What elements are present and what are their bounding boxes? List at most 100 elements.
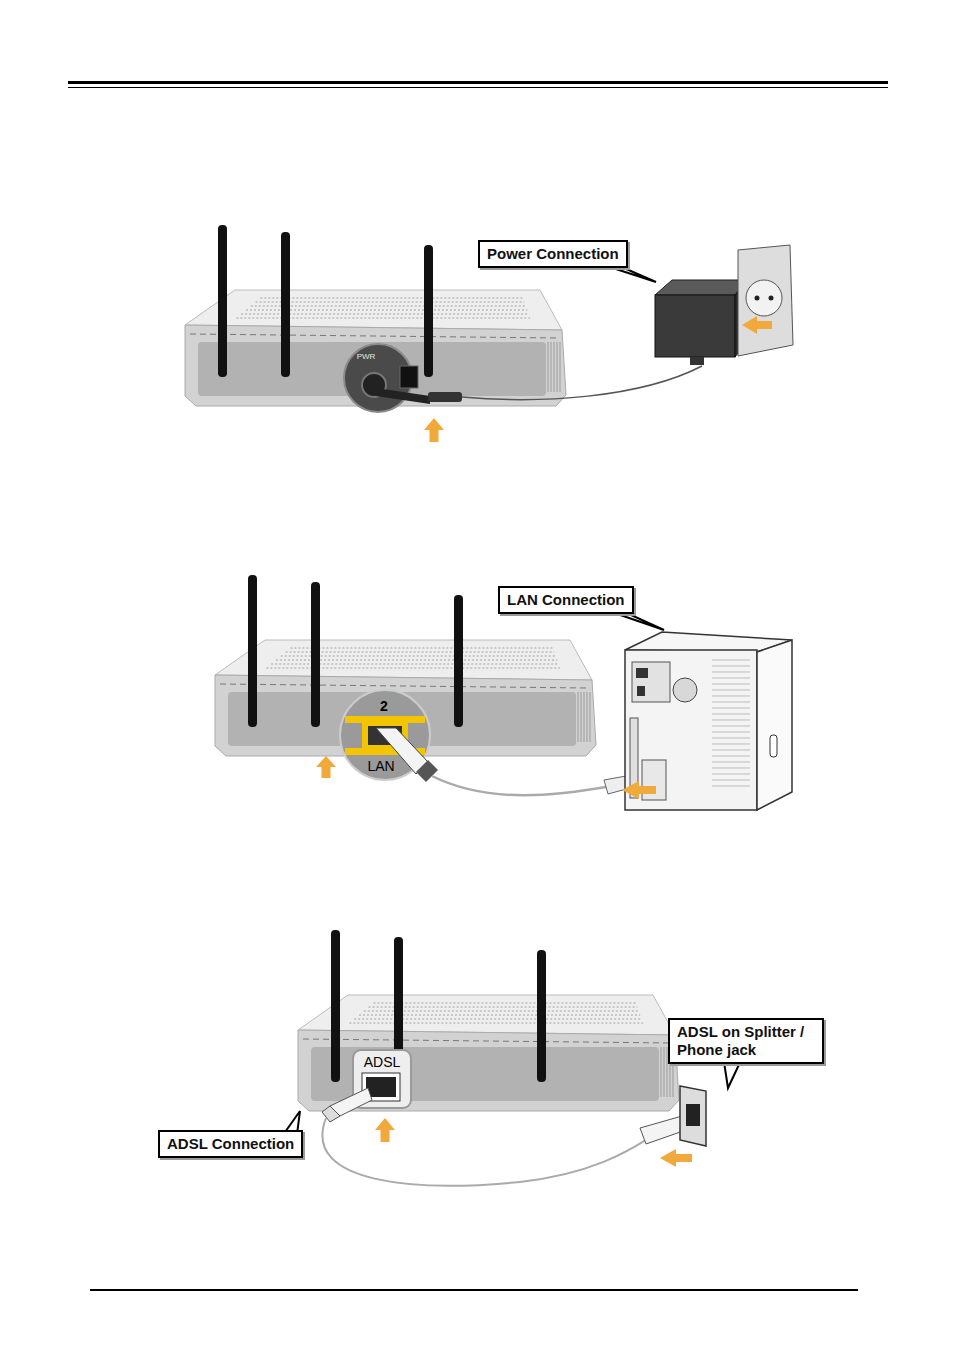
router-side-vent	[578, 692, 579, 742]
pc-vent	[712, 720, 750, 721]
router-side-vent	[590, 692, 591, 742]
footer-rule	[90, 1289, 858, 1291]
pc-vent	[712, 750, 750, 751]
router-vent	[349, 1023, 643, 1024]
pc-fan	[673, 678, 697, 702]
callout-box: ADSL Connection	[158, 1130, 303, 1158]
router-side-vent	[581, 692, 582, 742]
router-side-vent	[548, 342, 549, 392]
direction-arrow	[316, 756, 336, 778]
antenna	[281, 232, 290, 377]
power-figure	[344, 245, 793, 442]
callout-text: ADSL Connection	[167, 1135, 294, 1153]
router-side-vent	[661, 1047, 662, 1097]
port-label: LAN	[367, 759, 394, 773]
router-top	[185, 290, 562, 330]
header-rule-thin	[68, 87, 888, 88]
pc-vent	[712, 690, 750, 691]
port-label: PWR	[357, 353, 376, 361]
callout-tail	[724, 1063, 740, 1088]
adsl-figure	[322, 1050, 706, 1186]
router-top	[298, 995, 675, 1035]
lan-figure	[316, 632, 792, 810]
pc-vent	[712, 744, 750, 745]
antenna	[218, 225, 227, 377]
adsl-cable	[322, 1118, 646, 1186]
antenna	[311, 582, 320, 727]
pc-vent	[712, 672, 750, 673]
callout-text: LAN Connection	[507, 591, 625, 609]
wall-socket	[746, 280, 782, 316]
pc-switch	[637, 686, 645, 696]
callout-tail	[286, 1111, 300, 1131]
router-vent	[290, 648, 552, 649]
router-side-vent	[560, 342, 561, 392]
port-label: 2	[380, 699, 388, 713]
antenna	[454, 595, 463, 727]
socket-hole	[755, 296, 760, 301]
pc-vent	[712, 660, 750, 661]
pc-handle	[770, 735, 777, 757]
adapter-foot	[690, 357, 704, 365]
router-vent	[260, 298, 522, 299]
router-vent	[369, 1007, 638, 1008]
router-vent	[236, 318, 530, 319]
header-rule	[68, 81, 888, 84]
router-side-vent	[584, 692, 585, 742]
pc-vent	[712, 786, 750, 787]
pc-vent	[712, 780, 750, 781]
lan-cable	[432, 776, 612, 795]
router-vent	[286, 652, 555, 653]
antenna	[331, 930, 340, 1082]
router-vent	[251, 306, 526, 307]
pc-vent	[712, 774, 750, 775]
router-seam	[190, 334, 558, 338]
pc-vent	[712, 756, 750, 757]
direction-arrow	[660, 1149, 692, 1167]
pc-vent	[712, 684, 750, 685]
callout-text: ADSL on Splitter / Phone jack	[677, 1023, 815, 1059]
router-illustration	[298, 930, 679, 1111]
pc-vent	[712, 732, 750, 733]
pc-vent	[712, 666, 750, 667]
router-vent	[373, 1003, 635, 1004]
antenna	[424, 245, 433, 377]
antenna	[248, 575, 257, 727]
router-vent	[256, 302, 525, 303]
pc-vent	[712, 768, 750, 769]
pc-vent	[712, 762, 750, 763]
pc-side	[757, 640, 792, 810]
callout-box: LAN Connection	[498, 586, 634, 614]
power-plug	[376, 388, 430, 404]
pc-psu	[632, 662, 670, 702]
pc-vent	[712, 726, 750, 727]
router-side-vent	[554, 342, 555, 392]
callout-box: ADSL on Splitter / Phone jack	[668, 1018, 824, 1064]
router-vent	[364, 1011, 639, 1012]
phone-jack-socket	[686, 1104, 700, 1126]
callout-tail	[610, 267, 656, 282]
wall-plug	[640, 1116, 686, 1144]
power-switch	[400, 366, 418, 388]
pc-vent	[712, 696, 750, 697]
router-side-vent	[587, 692, 588, 742]
socket-hole	[769, 296, 774, 301]
router-side-vent	[664, 1047, 665, 1097]
wall-plate	[738, 245, 793, 356]
direction-arrow	[424, 418, 444, 442]
zoom-circle	[340, 690, 430, 780]
antenna	[537, 950, 546, 1082]
adapter-front	[655, 295, 735, 357]
pc-vent	[712, 678, 750, 679]
router-seam	[303, 1039, 671, 1043]
router-vent	[266, 668, 560, 669]
lan-bar	[345, 716, 425, 723]
direction-arrow	[622, 781, 656, 799]
router-top	[215, 640, 592, 680]
power-cable	[462, 366, 702, 400]
router-vent	[281, 656, 556, 657]
pc-vent	[712, 738, 750, 739]
